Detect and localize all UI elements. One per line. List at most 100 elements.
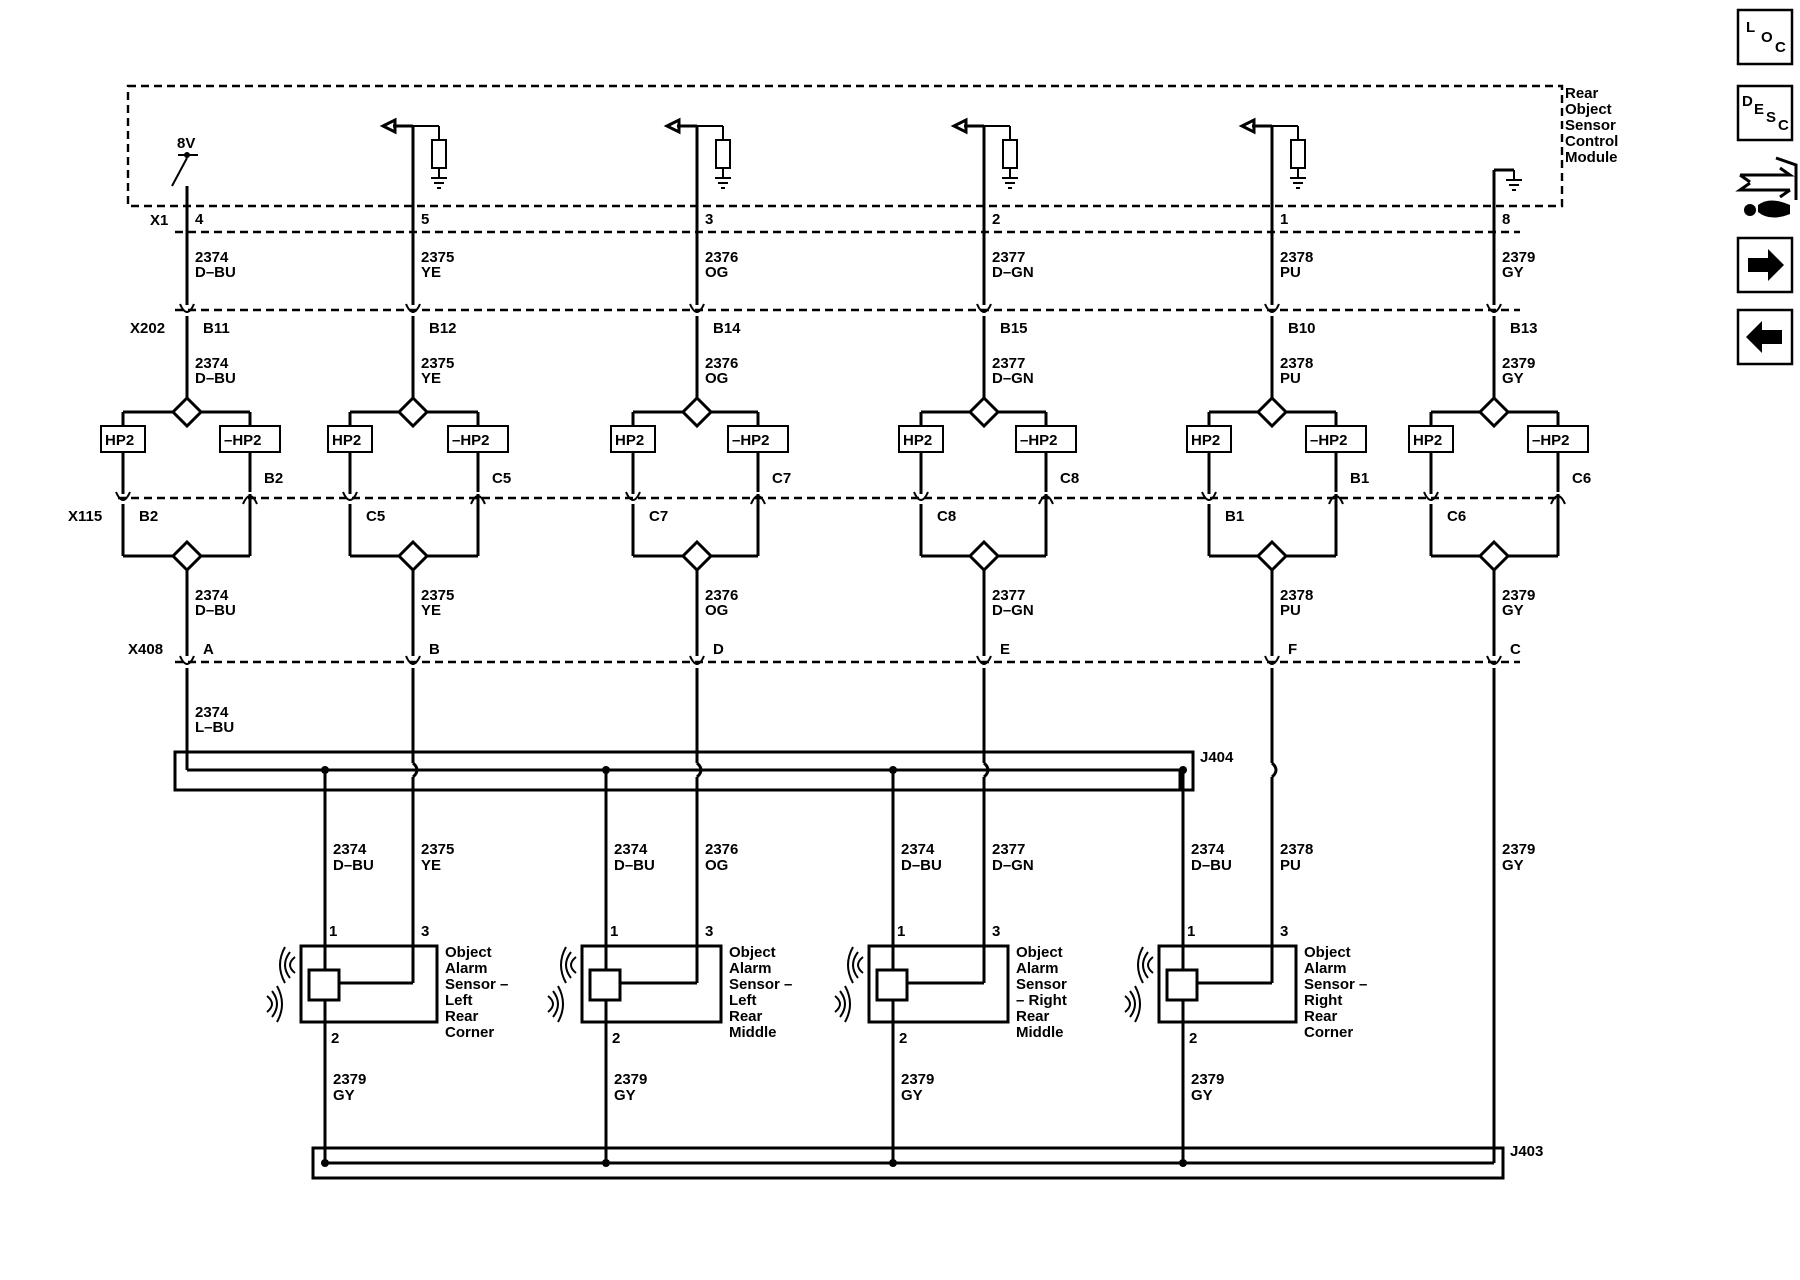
x115-terminal-left — [625, 491, 641, 501]
wire-upper-color: D–GN — [992, 264, 1034, 281]
option-merge-icon — [967, 539, 1001, 573]
sensor-wire-bottom-color: GY — [901, 1087, 923, 1104]
sensor-wire-left-number: 2374 — [901, 841, 935, 858]
wire-upper-color: GY — [1502, 264, 1524, 281]
wave-arc-in — [276, 985, 283, 1023]
wire-lower-color: YE — [421, 602, 441, 619]
wire-upper-number: 2378 — [1280, 249, 1313, 266]
sensor-name-line: Left — [445, 992, 473, 1009]
wave-arc-in — [1134, 985, 1141, 1023]
sensor-pin3-label: 3 — [421, 923, 429, 940]
j404-splice: J404 — [173, 749, 1234, 792]
sensor-wire-left-color: D–BU — [614, 857, 655, 874]
x1-pin-label: 4 — [195, 211, 204, 228]
neg-hp2-option-box: –HP2 — [727, 425, 789, 453]
connector-tool-button[interactable] — [1735, 156, 1798, 218]
x408-pin-label: F — [1288, 641, 1297, 658]
x202-pin-label: B13 — [1510, 320, 1538, 337]
x408-pin-label: A — [203, 641, 214, 658]
wave-arc-in — [844, 985, 851, 1023]
wire-lower-color: PU — [1280, 602, 1301, 619]
wire-lower-color: GY — [1502, 602, 1524, 619]
voltage-switch: 8V — [171, 135, 198, 206]
x408-pin-label: C — [1510, 641, 1521, 658]
option-split-icon — [1255, 395, 1289, 429]
j403-splice: J403 — [311, 1143, 1543, 1180]
sensor-pin2-label: 2 — [612, 1030, 620, 1047]
sensor-name-line: Object — [1304, 944, 1351, 961]
module-name-line-4: Control — [1565, 133, 1618, 150]
wire-upper-color: OG — [705, 264, 728, 281]
output-arrow-icon — [379, 117, 397, 135]
j403-splice-dot — [889, 1159, 897, 1167]
location-button[interactable]: L O C — [1736, 8, 1794, 66]
j403-label: J403 — [1510, 1143, 1543, 1160]
sensor-element — [1165, 968, 1199, 1002]
wave-arc-in — [557, 985, 564, 1023]
sensor-name-line: Rear — [729, 1008, 763, 1025]
wave-arc-out — [1142, 951, 1149, 979]
wave-arc-in — [839, 990, 846, 1018]
wire-upper-number: 2379 — [1502, 249, 1535, 266]
wire-upper-number: 2377 — [992, 249, 1025, 266]
wire-mid-color: PU — [1280, 370, 1301, 387]
prev-page-button[interactable] — [1736, 308, 1794, 366]
sensor-wire-right-color: PU — [1280, 857, 1301, 874]
hp2-option-box: HP2 — [898, 425, 944, 453]
x408-terminal — [689, 655, 705, 665]
voltage-label: 8V — [177, 135, 195, 152]
sensor-name-line: Sensor – — [445, 976, 508, 993]
neg-hp2-label: –HP2 — [1310, 432, 1348, 449]
module-box: Rear Object Sensor Control Module X1 8V — [126, 84, 1618, 229]
sensor-wire-left-number: 2374 — [614, 841, 648, 858]
x1-pin-label: 3 — [705, 211, 713, 228]
desc-letter-d: D — [1742, 93, 1753, 110]
lower-harness — [185, 668, 1496, 1167]
wave-arc-out — [1137, 946, 1144, 984]
wire-lower-number: 2375 — [421, 587, 454, 604]
sensor-name-line: Corner — [1304, 1024, 1353, 1041]
wire-lower-number: 2379 — [1502, 587, 1535, 604]
description-button[interactable]: D E S C — [1736, 84, 1794, 142]
wave-arc-out — [279, 946, 286, 984]
x408-pin-label: E — [1000, 641, 1010, 658]
wire-bottom-number: 2374 — [195, 704, 229, 721]
option-merge-icon — [680, 539, 714, 573]
sensor-name-line: Corner — [445, 1024, 494, 1041]
sensor-wire-bottom-color: GY — [614, 1087, 636, 1104]
wire-mid-number: 2378 — [1280, 355, 1313, 372]
ground-icon — [715, 177, 731, 189]
sensor-body — [867, 944, 1010, 1024]
neg-hp2-label: –HP2 — [452, 432, 490, 449]
sensor-wire-bottom-color: GY — [1191, 1087, 1213, 1104]
sensor-element — [875, 968, 909, 1002]
x202-terminal — [405, 303, 421, 313]
hp2-option-box: HP2 — [1408, 425, 1454, 453]
wire-hop — [982, 761, 990, 779]
x115-right-pin-label: C5 — [492, 470, 511, 487]
wire-hop — [411, 761, 419, 779]
j403-splice-dot — [321, 1159, 329, 1167]
x408-pin-label: B — [429, 641, 440, 658]
wire-bottom-color: L–BU — [195, 719, 234, 736]
hp2-label: HP2 — [332, 432, 361, 449]
x1-label: X1 — [150, 212, 168, 229]
x202-label: X202 — [130, 320, 165, 337]
sensor-name-line: Alarm — [1016, 960, 1059, 977]
sensor-name-line: Object — [1016, 944, 1063, 961]
next-page-button[interactable] — [1736, 236, 1794, 294]
hp2-label: HP2 — [903, 432, 932, 449]
wire-lower-number: 2374 — [195, 587, 229, 604]
x1-pin-label: 5 — [421, 211, 429, 228]
x202-terminal — [1264, 303, 1280, 313]
sensor-body — [1157, 944, 1298, 1024]
wave-arc-in — [552, 990, 559, 1018]
sensor-pin2-label: 2 — [331, 1030, 339, 1047]
option-merge-icon — [170, 539, 204, 573]
wire-upper-color: YE — [421, 264, 441, 281]
